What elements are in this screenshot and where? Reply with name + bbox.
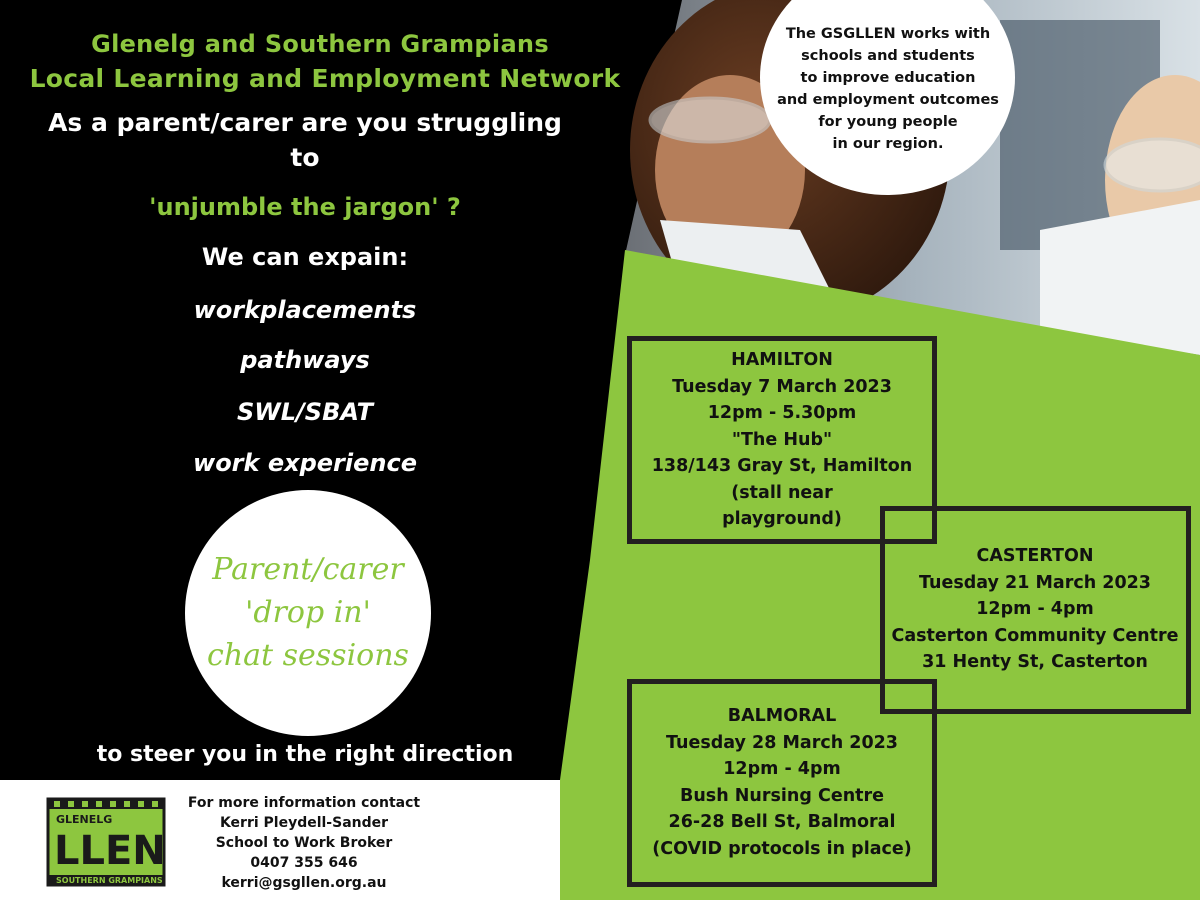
drop-in-circle	[185, 490, 431, 736]
drop-in-text: Parent/carer 'drop in' chat sessions	[185, 548, 431, 677]
intro-question-cont: to	[290, 143, 320, 172]
jargon-tagline: 'unjumble the jargon' ?	[149, 193, 461, 221]
svg-text:GLENELG: GLENELG	[56, 813, 112, 826]
session-note: playground)	[722, 509, 842, 529]
contact-line: School to Work Broker	[215, 835, 393, 851]
session-time: 12pm - 5.30pm	[707, 403, 857, 423]
hamilton-session-details: HAMILTON Tuesday 7 March 2023 12pm - 5.3…	[630, 347, 934, 533]
info-text: The GSGLLEN works with schools and stude…	[768, 23, 1008, 155]
session-address: 138/143 Gray St, Hamilton	[651, 456, 913, 476]
info-line: and employment outcomes	[777, 92, 999, 108]
casterton-session-box	[880, 506, 1191, 714]
contact-line: Kerri Pleydell-Sander	[219, 815, 389, 831]
session-location: CASTERTON	[976, 546, 1094, 566]
info-circle	[760, 0, 1015, 195]
info-line: schools and students	[801, 48, 975, 64]
org-title-line1: Glenelg and Southern Grampians	[91, 30, 549, 58]
casterton-session-details: CASTERTON Tuesday 21 March 2023 12pm - 4…	[882, 543, 1188, 676]
drop-in-line: 'drop in'	[245, 595, 371, 630]
hamilton-session-box	[627, 336, 937, 544]
contact-phone: 0407 355 646	[250, 855, 358, 871]
session-venue: Casterton Community Centre	[891, 625, 1179, 646]
topic-item: SWL/SBAT	[236, 398, 374, 426]
gsgllen-logo: GLENELG LLEN SOUTHERN GRAMPIANS	[46, 797, 166, 887]
drop-in-line: Parent/carer	[212, 552, 404, 587]
info-line: The GSGLLEN works with	[785, 26, 991, 42]
session-time: 12pm - 4pm	[976, 599, 1094, 619]
session-address: 26-28 Bell St, Balmoral	[668, 812, 896, 832]
session-note: (COVID protocols in place)	[652, 838, 912, 859]
session-address: 31 Henty St, Casterton	[922, 652, 1148, 672]
contact-line: For more information contact	[187, 795, 421, 811]
session-date: Tuesday 28 March 2023	[666, 732, 898, 753]
session-venue: "The Hub"	[731, 429, 833, 450]
contact-info: For more information contact Kerri Pleyd…	[180, 793, 428, 893]
session-location: BALMORAL	[727, 706, 837, 726]
session-venue: Bush Nursing Centre	[679, 785, 885, 806]
svg-text:SOUTHERN GRAMPIANS: SOUTHERN GRAMPIANS	[56, 876, 163, 885]
steer-tagline: to steer you in the right direction	[96, 742, 514, 767]
info-line: in our region.	[832, 136, 944, 152]
topic-item: work experience	[193, 449, 417, 477]
topic-item: workplacements	[193, 296, 417, 324]
explain-heading: We can expain:	[201, 243, 409, 271]
session-date: Tuesday 7 March 2023	[672, 376, 892, 397]
info-line: for young people	[818, 114, 958, 130]
drop-in-line: chat sessions	[207, 638, 409, 673]
balmoral-session-details: BALMORAL Tuesday 28 March 2023 12pm - 4p…	[630, 703, 934, 862]
topic-item: pathways	[240, 346, 370, 374]
session-date: Tuesday 21 March 2023	[919, 572, 1151, 593]
info-line: to improve education	[800, 70, 976, 86]
svg-text:LLEN: LLEN	[54, 828, 166, 874]
contact-email: kerri@gsgllen.org.au	[221, 875, 387, 891]
balmoral-session-box	[627, 679, 937, 887]
session-note: (stall near	[731, 482, 833, 503]
session-location: HAMILTON	[731, 350, 833, 370]
intro-question: As a parent/carer are you struggling	[48, 108, 562, 137]
org-title-line2: Local Learning and Employment Network	[29, 64, 621, 93]
session-time: 12pm - 4pm	[723, 759, 841, 779]
